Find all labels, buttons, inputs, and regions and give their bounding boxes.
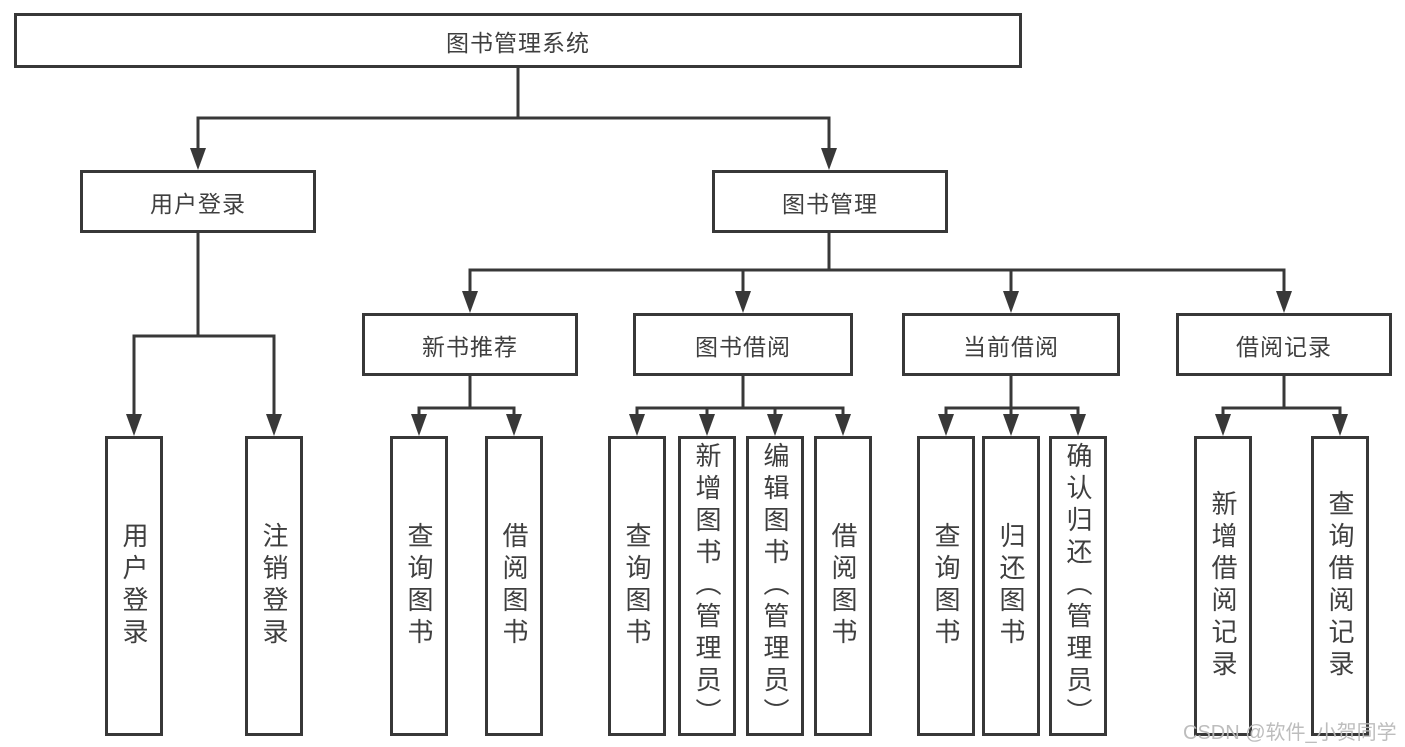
node-root: 图书管理系统 <box>14 13 1022 68</box>
leaf-borrow-books-recommend-label: 借阅图书 <box>499 522 529 650</box>
node-book-borrow: 图书借阅 <box>633 313 853 376</box>
leaf-add-book-admin-label: 新增图书（管理员） <box>692 442 722 730</box>
leaf-user-login-label: 用户登录 <box>119 522 149 650</box>
node-borrow-records: 借阅记录 <box>1176 313 1392 376</box>
node-user-login: 用户登录 <box>80 170 316 233</box>
node-book-management: 图书管理 <box>712 170 948 233</box>
leaf-add-borrow-record: 新增借阅记录 <box>1194 436 1252 736</box>
leaf-query-books-recommend-label: 查询图书 <box>404 522 434 650</box>
leaf-query-books-borrow: 查询图书 <box>608 436 666 736</box>
leaf-edit-book-admin: 编辑图书（管理员） <box>746 436 804 736</box>
node-root-label: 图书管理系统 <box>446 29 590 56</box>
leaf-logout: 注销登录 <box>245 436 303 736</box>
node-new-book-recommend: 新书推荐 <box>362 313 578 376</box>
leaf-borrow-books-label: 借阅图书 <box>828 522 858 650</box>
node-current-borrow-label: 当前借阅 <box>963 333 1059 360</box>
watermark-text: CSDN @软件_小贺同学 <box>1183 722 1397 744</box>
node-borrow-records-label: 借阅记录 <box>1236 333 1332 360</box>
leaf-user-login: 用户登录 <box>105 436 163 736</box>
node-book-management-label: 图书管理 <box>782 190 878 217</box>
leaf-query-books-current-label: 查询图书 <box>931 522 961 650</box>
node-new-book-recommend-label: 新书推荐 <box>422 333 518 360</box>
arrowhead-icons <box>126 148 1348 436</box>
leaf-query-books-current: 查询图书 <box>917 436 975 736</box>
leaf-return-book: 归还图书 <box>982 436 1040 736</box>
leaf-add-borrow-record-label: 新增借阅记录 <box>1208 490 1238 682</box>
leaf-borrow-books: 借阅图书 <box>814 436 872 736</box>
leaf-return-book-label: 归还图书 <box>996 522 1026 650</box>
leaf-borrow-books-recommend: 借阅图书 <box>485 436 543 736</box>
leaf-add-book-admin: 新增图书（管理员） <box>678 436 736 736</box>
node-current-borrow: 当前借阅 <box>902 313 1120 376</box>
node-book-borrow-label: 图书借阅 <box>695 333 791 360</box>
leaf-query-borrow-record: 查询借阅记录 <box>1311 436 1369 736</box>
node-user-login-label: 用户登录 <box>150 190 246 217</box>
leaf-confirm-return-admin-label: 确认归还（管理员） <box>1063 442 1093 730</box>
leaf-query-books-recommend: 查询图书 <box>390 436 448 736</box>
leaf-logout-label: 注销登录 <box>259 522 289 650</box>
leaf-edit-book-admin-label: 编辑图书（管理员） <box>760 442 790 730</box>
leaf-query-borrow-record-label: 查询借阅记录 <box>1325 490 1355 682</box>
leaf-query-books-borrow-label: 查询图书 <box>622 522 652 650</box>
leaf-confirm-return-admin: 确认归还（管理员） <box>1049 436 1107 736</box>
